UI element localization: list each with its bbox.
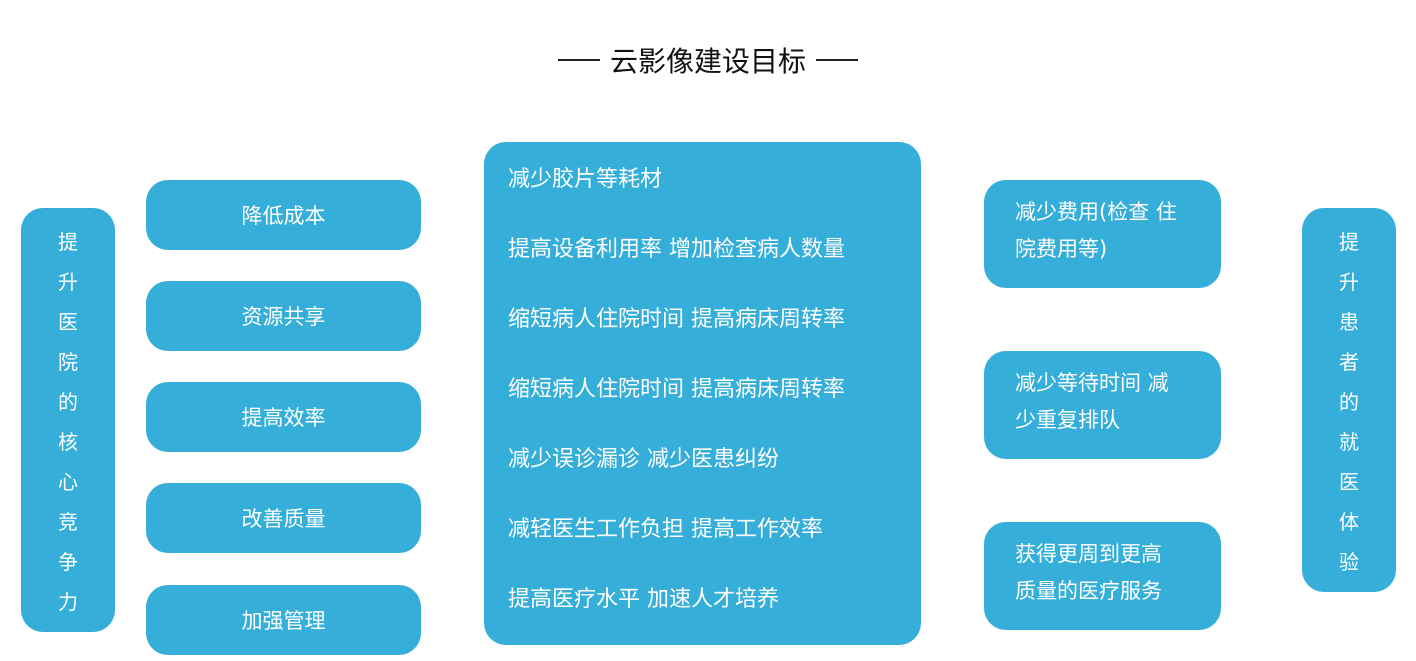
- pill-reduce-cost: 降低成本: [146, 180, 421, 250]
- pill-strengthen-management: 加强管理: [146, 585, 421, 655]
- center-goal-item: 缩短病人住院时间 提高病床周转率: [508, 377, 845, 402]
- left-vertical-char: 提: [58, 230, 78, 254]
- diagram-title: 云影像建设目标: [0, 38, 1416, 82]
- left-vertical-char: 力: [58, 590, 78, 614]
- right-vertical-char: 升: [1339, 270, 1359, 294]
- right-vertical-char: 患: [1339, 310, 1359, 334]
- right-box-better-service: 获得更周到更高 质量的医疗服务: [984, 522, 1221, 630]
- right-vertical-char: 的: [1339, 390, 1359, 414]
- right-box-reduce-fees: 减少费用(检查 住 院费用等): [984, 180, 1221, 288]
- left-vertical-char: 升: [58, 270, 78, 294]
- center-goal-item: 减轻医生工作负担 提高工作效率: [508, 517, 823, 542]
- right-box-reduce-waiting: 减少等待时间 减 少重复排队: [984, 351, 1221, 459]
- right-box-line: 院费用等): [1015, 237, 1108, 261]
- left-vertical-char: 核: [58, 430, 78, 454]
- right-vertical-label: 提 升 患 者 的 就 医 体 验: [1302, 208, 1396, 592]
- right-vertical-char: 体: [1339, 510, 1359, 534]
- right-vertical-char: 提: [1339, 230, 1359, 254]
- pill-improve-quality: 改善质量: [146, 483, 421, 553]
- pill-label: 降低成本: [241, 204, 326, 228]
- right-box-line: 减少费用(检查 住: [1015, 200, 1177, 224]
- pill-label: 改善质量: [241, 507, 326, 531]
- right-box-line: 质量的医疗服务: [1015, 579, 1162, 603]
- right-vertical-char: 医: [1339, 470, 1359, 494]
- right-vertical-char: 者: [1339, 350, 1359, 374]
- center-goal-item: 提高医疗水平 加速人才培养: [508, 587, 779, 612]
- left-vertical-label: 提 升 医 院 的 核 心 竞 争 力: [21, 208, 115, 632]
- left-vertical-char: 的: [58, 390, 78, 414]
- pill-resource-sharing: 资源共享: [146, 281, 421, 351]
- title-text: 云影像建设目标: [609, 45, 806, 78]
- center-goals-box: 减少胶片等耗材 提高设备利用率 增加检查病人数量 缩短病人住院时间 提高病床周转…: [484, 142, 921, 645]
- left-vertical-char: 争: [58, 550, 78, 574]
- right-box-line: 获得更周到更高: [1015, 542, 1162, 566]
- pill-improve-efficiency: 提高效率: [146, 382, 421, 452]
- left-vertical-char: 医: [58, 310, 78, 334]
- pill-label: 提高效率: [241, 406, 326, 430]
- center-goal-item: 提高设备利用率 增加检查病人数量: [508, 237, 845, 262]
- center-goal-item: 减少误诊漏诊 减少医患纠纷: [508, 447, 779, 472]
- pill-label: 加强管理: [241, 609, 326, 633]
- right-vertical-char: 验: [1339, 550, 1359, 574]
- right-box-line: 少重复排队: [1015, 408, 1120, 432]
- left-vertical-char: 院: [58, 350, 78, 374]
- center-goal-item: 缩短病人住院时间 提高病床周转率: [508, 307, 845, 332]
- left-vertical-char: 竞: [58, 510, 78, 534]
- right-box-line: 减少等待时间 减: [1015, 371, 1169, 395]
- pill-label: 资源共享: [241, 305, 326, 329]
- left-vertical-char: 心: [58, 470, 78, 494]
- right-vertical-char: 就: [1339, 430, 1359, 454]
- title-left-dash: [557, 59, 600, 61]
- center-goal-item: 减少胶片等耗材: [508, 167, 663, 192]
- title-right-dash: [816, 59, 858, 61]
